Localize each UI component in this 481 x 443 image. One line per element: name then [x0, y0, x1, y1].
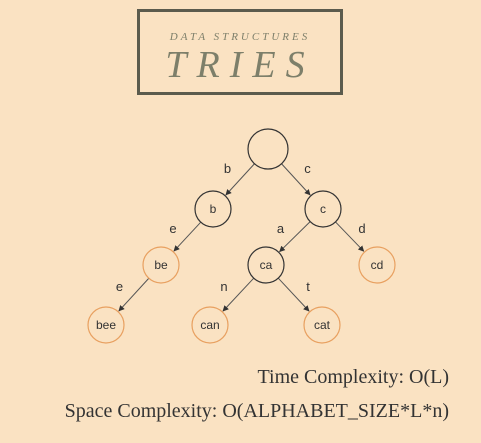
title-main: TRIES: [165, 44, 315, 86]
node-cd: [358, 246, 396, 284]
node-bee: [87, 306, 125, 344]
edge-label-c-cd: d: [358, 221, 365, 236]
edge-c-cd: [335, 221, 365, 252]
node-label-ca: ca: [260, 258, 273, 272]
time-complexity: Time Complexity: O(L): [257, 366, 449, 388]
edge-ca-can: [222, 277, 255, 312]
node-b: [194, 190, 232, 228]
node-c: [304, 190, 342, 228]
edge-label-root-b: b: [224, 161, 231, 176]
edge-label-c-ca: a: [277, 221, 285, 236]
node-be: [142, 246, 180, 284]
edge-c-ca: [279, 221, 311, 253]
node-can: [191, 306, 229, 344]
edge-label-ca-can: n: [220, 279, 227, 294]
edge-b-be: [173, 221, 202, 252]
node-label-be: be: [154, 258, 168, 272]
title-subtitle: DATA STRUCTURES: [169, 31, 311, 43]
node-label-bee: bee: [96, 318, 116, 332]
edge-root-b: [225, 163, 255, 196]
edge-label-b-be: e: [169, 221, 176, 236]
node-label-b: b: [210, 202, 217, 216]
edge-be-bee: [118, 277, 150, 312]
title-box: DATA STRUCTURES TRIES: [137, 9, 343, 95]
space-complexity: Space Complexity: O(ALPHABET_SIZE*L*n): [64, 400, 449, 422]
node-label-c: c: [320, 202, 326, 216]
node-root: [247, 128, 289, 170]
node-label-cd: cd: [371, 258, 384, 272]
edge-label-root-c: c: [304, 161, 311, 176]
node-label-cat: cat: [314, 318, 331, 332]
edge-label-be-bee: e: [116, 279, 123, 294]
node-label-can: can: [200, 318, 219, 332]
edge-label-ca-cat: t: [306, 279, 310, 294]
node-cat: [303, 306, 341, 344]
edge-root-c: [281, 163, 311, 196]
edge-ca-cat: [277, 277, 310, 312]
node-ca: [247, 246, 285, 284]
